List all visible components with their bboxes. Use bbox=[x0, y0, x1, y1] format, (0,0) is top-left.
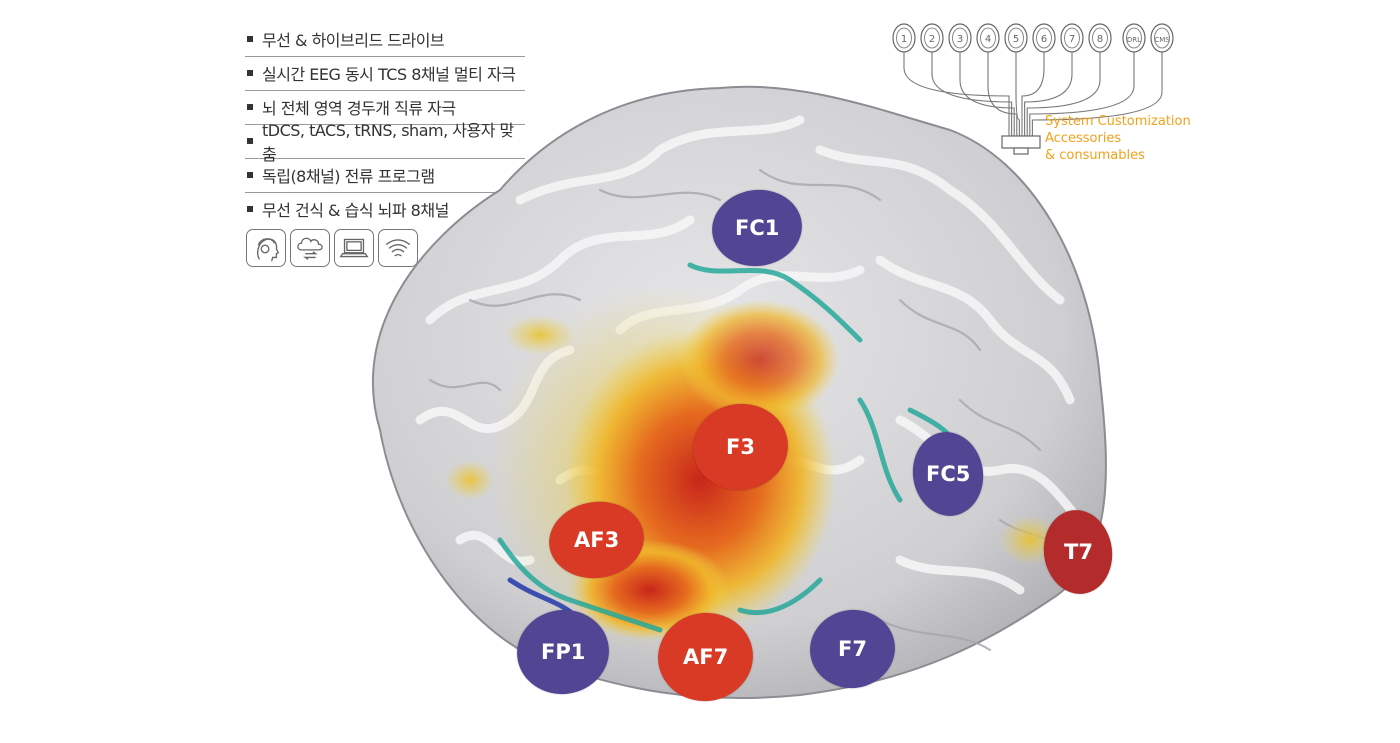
wifi-icon bbox=[378, 229, 418, 267]
plug-wire bbox=[1015, 52, 1020, 136]
electrode-label: T7 bbox=[1063, 540, 1093, 564]
negative-activation bbox=[497, 262, 963, 633]
electrode-label: F7 bbox=[838, 637, 867, 661]
feature-item: 뇌 전체 영역 경두개 직류 자극 bbox=[245, 90, 525, 125]
cloud-sync-icon bbox=[290, 229, 330, 267]
bullet-icon bbox=[247, 70, 253, 76]
accessories-label: Accessories bbox=[1045, 131, 1122, 146]
electrode-label: AF3 bbox=[573, 528, 620, 552]
consumables-label: & consumables bbox=[1045, 148, 1145, 163]
feature-item: 무선 & 하이브리드 드라이브 bbox=[245, 22, 525, 57]
plug-ring bbox=[1126, 27, 1142, 49]
feature-label: 실시간 EEG 동시 TCS 8채널 멀티 자극 bbox=[262, 65, 516, 84]
feature-label: 무선 & 하이브리드 드라이브 bbox=[262, 31, 445, 50]
plug-wire bbox=[1021, 52, 1045, 136]
channel-plug: 3 bbox=[948, 23, 1015, 136]
plug-wire bbox=[1029, 52, 1135, 136]
system-customization-label: System Customization bbox=[1045, 114, 1191, 129]
channel-plug: 8 bbox=[1026, 23, 1112, 136]
feature-item: tDCS, tACS, tRNS, sham, 사용자 맞춤 bbox=[245, 121, 525, 164]
plug-ring bbox=[952, 27, 968, 49]
reference-plug: DRL bbox=[1029, 23, 1146, 136]
plug-label: CMS bbox=[1154, 36, 1170, 44]
feature-label: tDCS, tACS, tRNS, sham, 사용자 맞춤 bbox=[262, 121, 514, 164]
feature-label: 뇌 전체 영역 경두개 직류 자극 bbox=[262, 99, 456, 118]
electrode-label: FC1 bbox=[734, 216, 780, 240]
channel-plug: 1 bbox=[892, 23, 1010, 136]
bullet-icon bbox=[247, 36, 253, 42]
connector-tab bbox=[1013, 147, 1029, 155]
plug-ring bbox=[1154, 27, 1170, 49]
plug-label: 2 bbox=[929, 34, 935, 45]
bullet-icon bbox=[247, 138, 253, 144]
electrode-label: AF7 bbox=[682, 645, 729, 669]
electrode-label: F3 bbox=[726, 435, 755, 459]
plug-ring bbox=[1008, 27, 1024, 49]
plug-ring bbox=[1036, 27, 1052, 49]
plug-wire bbox=[903, 52, 1010, 136]
feature-label: 독립(8채널) 전류 프로그램 bbox=[262, 167, 435, 186]
channel-plug: 6 bbox=[1021, 23, 1056, 136]
plug-ring bbox=[896, 27, 912, 49]
plug-ring bbox=[980, 27, 996, 49]
feature-item: 실시간 EEG 동시 TCS 8채널 멀티 자극 bbox=[245, 56, 525, 91]
plug-label: 7 bbox=[1069, 34, 1075, 45]
plug-label: 6 bbox=[1041, 34, 1047, 45]
plug-label: DRL bbox=[1127, 36, 1141, 44]
channel-plug: 2 bbox=[920, 23, 1013, 136]
reference-plug: CMS bbox=[1031, 23, 1174, 136]
electrode-label: FP1 bbox=[540, 640, 586, 665]
channel-plug: 7 bbox=[1024, 23, 1084, 136]
plug-label: 4 bbox=[985, 34, 991, 45]
head-headset-icon bbox=[246, 229, 286, 267]
electrode-label: FC5 bbox=[925, 462, 971, 486]
electrode-connector-diagram: 1 2 3 4 5 6 7 8 DRL CMS bbox=[892, 23, 1174, 155]
bullet-icon bbox=[247, 172, 253, 178]
plug-label: 1 bbox=[901, 34, 907, 45]
bullet-icon bbox=[247, 104, 253, 110]
plug-ring bbox=[1092, 27, 1108, 49]
plug-wire bbox=[1024, 52, 1073, 136]
laptop-icon bbox=[334, 229, 374, 267]
feature-item: 무선 건식 & 습식 뇌파 8채널 bbox=[245, 192, 525, 226]
feature-label: 무선 건식 & 습식 뇌파 8채널 bbox=[262, 201, 449, 220]
plug-label: 3 bbox=[957, 34, 963, 45]
channel-plug: 5 bbox=[1004, 23, 1028, 136]
feature-item: 독립(8채널) 전류 프로그램 bbox=[245, 158, 525, 193]
plug-ring bbox=[1064, 27, 1080, 49]
plug-wire bbox=[1026, 52, 1101, 136]
plug-wire bbox=[1031, 52, 1163, 136]
plug-label: 8 bbox=[1097, 34, 1103, 45]
plug-label: 5 bbox=[1013, 34, 1019, 45]
bullet-icon bbox=[247, 206, 253, 212]
plug-wire bbox=[931, 52, 1013, 136]
plug-wire bbox=[959, 52, 1015, 136]
plug-ring bbox=[924, 27, 940, 49]
